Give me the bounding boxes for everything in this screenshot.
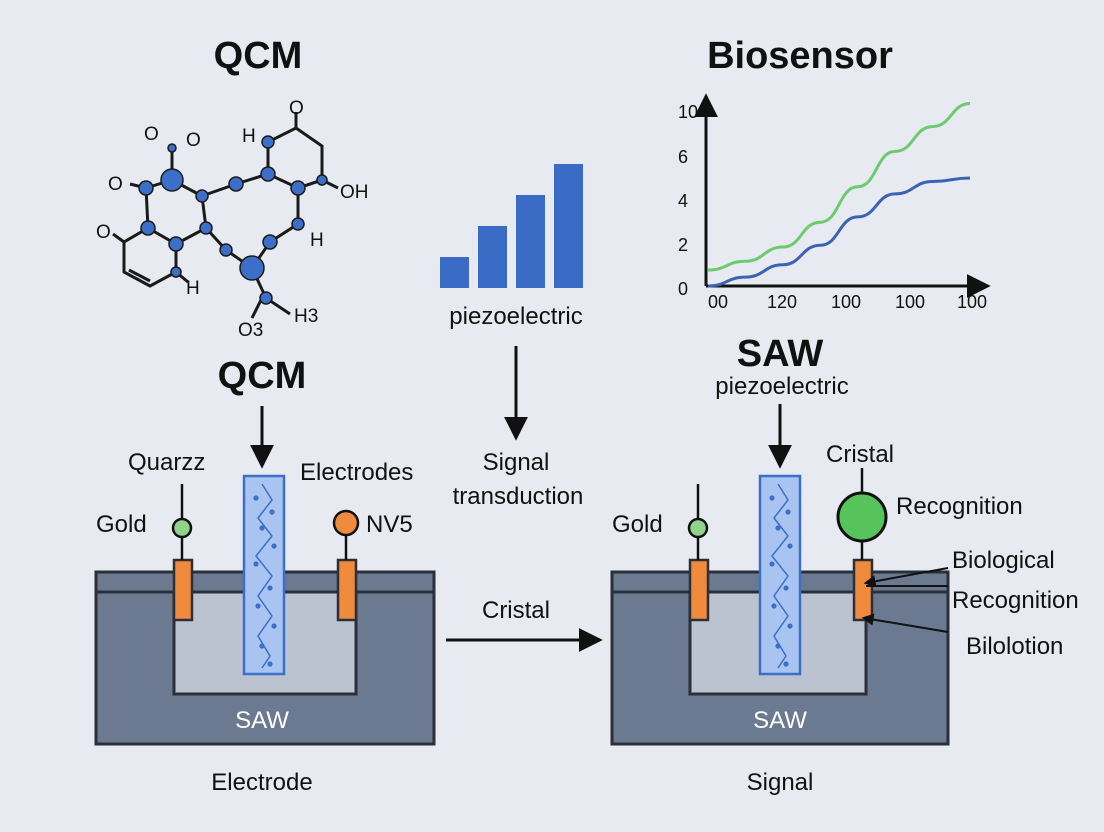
bar-3 <box>516 195 545 288</box>
molecule-labels: O O H O O OH O H H H3 O3 <box>96 98 369 341</box>
y-tick-label: 2 <box>678 235 688 255</box>
svg-text:H3: H3 <box>294 306 318 327</box>
left-electrode-1 <box>172 558 194 622</box>
cristal-arrow-label: Cristal <box>482 597 550 624</box>
y-tick-label: 10 <box>678 102 698 122</box>
electrodes-label: Electrodes <box>300 459 413 486</box>
svg-text:O: O <box>289 98 304 119</box>
left-saw-label: SAW <box>235 707 289 734</box>
svg-text:O: O <box>108 174 123 195</box>
qcm-device-title: QCM <box>218 355 307 397</box>
left-electrode-2 <box>336 558 358 622</box>
right-electrode-1 <box>688 558 710 622</box>
left-caption: Electrode <box>211 769 312 796</box>
x-tick-label: 00 <box>708 292 728 312</box>
bilolotion-label: Bilolotion <box>966 633 1063 660</box>
recognition2-label: Recognition <box>952 587 1079 614</box>
svg-text:O: O <box>186 130 201 151</box>
svg-text:H: H <box>186 278 200 299</box>
bar-4 <box>554 164 583 288</box>
bar-2 <box>478 226 507 288</box>
recognition-element <box>836 491 888 543</box>
transduction-label: transduction <box>453 483 584 510</box>
saw-device-title: SAW <box>737 333 824 375</box>
qcm-title: QCM <box>214 35 303 77</box>
series-line-1 <box>707 102 971 272</box>
left-gold-label: Gold <box>96 511 147 538</box>
svg-text:O3: O3 <box>238 320 263 341</box>
x-tick-label: 120 <box>767 292 797 312</box>
right-electrode-2 <box>852 558 874 622</box>
quartz-label: Quarzz <box>128 449 205 476</box>
svg-text:OH: OH <box>340 182 369 203</box>
saw-sublabel: piezoelectric <box>715 373 848 400</box>
left-sensing-column <box>242 474 286 676</box>
right-gold-label: Gold <box>612 511 663 538</box>
signal-label: Signal <box>483 449 550 476</box>
series-line-2 <box>707 176 971 288</box>
biosensor-title: Biosensor <box>707 35 893 77</box>
recognition-label: Recognition <box>896 493 1023 520</box>
bar-chart-caption: piezoelectric <box>449 303 582 330</box>
left-gold-node <box>171 517 193 539</box>
bar-1 <box>440 257 469 288</box>
right-gold-node <box>687 517 709 539</box>
nv-label: NV5 <box>366 511 413 538</box>
right-sensing-column <box>758 474 802 676</box>
right-device: Gold Cristal Recognition Biological Reco… <box>610 441 1079 796</box>
left-electrode-node <box>332 509 360 537</box>
svg-text:H: H <box>242 126 256 147</box>
x-tick-label: 100 <box>831 292 861 312</box>
right-caption: Signal <box>747 769 814 796</box>
y-tick-label: 6 <box>678 147 688 167</box>
bar-chart <box>440 164 583 288</box>
y-tick-label: 0 <box>678 279 688 299</box>
biological-label: Biological <box>952 547 1055 574</box>
right-saw-label: SAW <box>753 707 807 734</box>
svg-text:O: O <box>96 222 111 243</box>
svg-text:O: O <box>144 124 159 145</box>
x-tick-label: 100 <box>957 292 987 312</box>
left-device: Quarzz Gold Electrodes NV5 SAW Electrode <box>94 449 436 796</box>
y-tick-label: 4 <box>678 191 688 211</box>
svg-text:H: H <box>310 230 324 251</box>
x-tick-label: 100 <box>895 292 925 312</box>
molecule-atoms <box>138 135 328 305</box>
cristal-label: Cristal <box>826 441 894 468</box>
